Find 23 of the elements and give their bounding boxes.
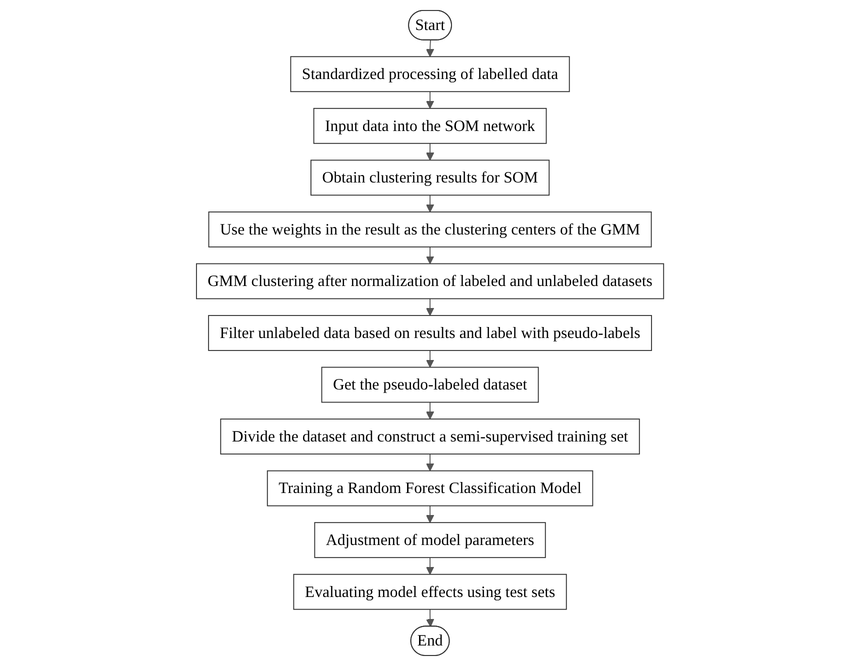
arrow: [426, 194, 434, 212]
arrow: [426, 39, 434, 56]
node-box: Divide the dataset and construct a semi-supervised training set: [220, 418, 640, 454]
arrow: [426, 556, 434, 574]
node-box: Standardized processing of labelled data: [290, 56, 570, 92]
arrow: [426, 608, 434, 626]
node-box: Evaluating model effects using test sets: [293, 573, 567, 610]
arrow: [426, 246, 434, 264]
node-box: GMM clustering after normalization of labeled and unlabeled datasets: [196, 262, 664, 299]
node-box: Adjustment of model parameters: [314, 522, 546, 558]
node-box: Filter unlabeled data based on results and label with pseudo-labels: [208, 314, 652, 350]
arrow: [426, 453, 434, 471]
node-box: Use the weights in the result as the clustering centers of the GMM: [208, 210, 652, 247]
arrow: [426, 350, 434, 368]
arrow: [426, 298, 434, 316]
arrow: [426, 90, 434, 108]
arrow: [426, 401, 434, 419]
arrow: [426, 504, 434, 522]
node-box: Training a Random Forest Classification Model: [266, 470, 594, 506]
node-box: Obtain clustering results for SOM: [310, 159, 550, 196]
arrow: [426, 142, 434, 160]
node-box: Get the pseudo-labeled dataset: [321, 366, 539, 402]
node-box: Input data into the SOM network: [313, 107, 547, 144]
